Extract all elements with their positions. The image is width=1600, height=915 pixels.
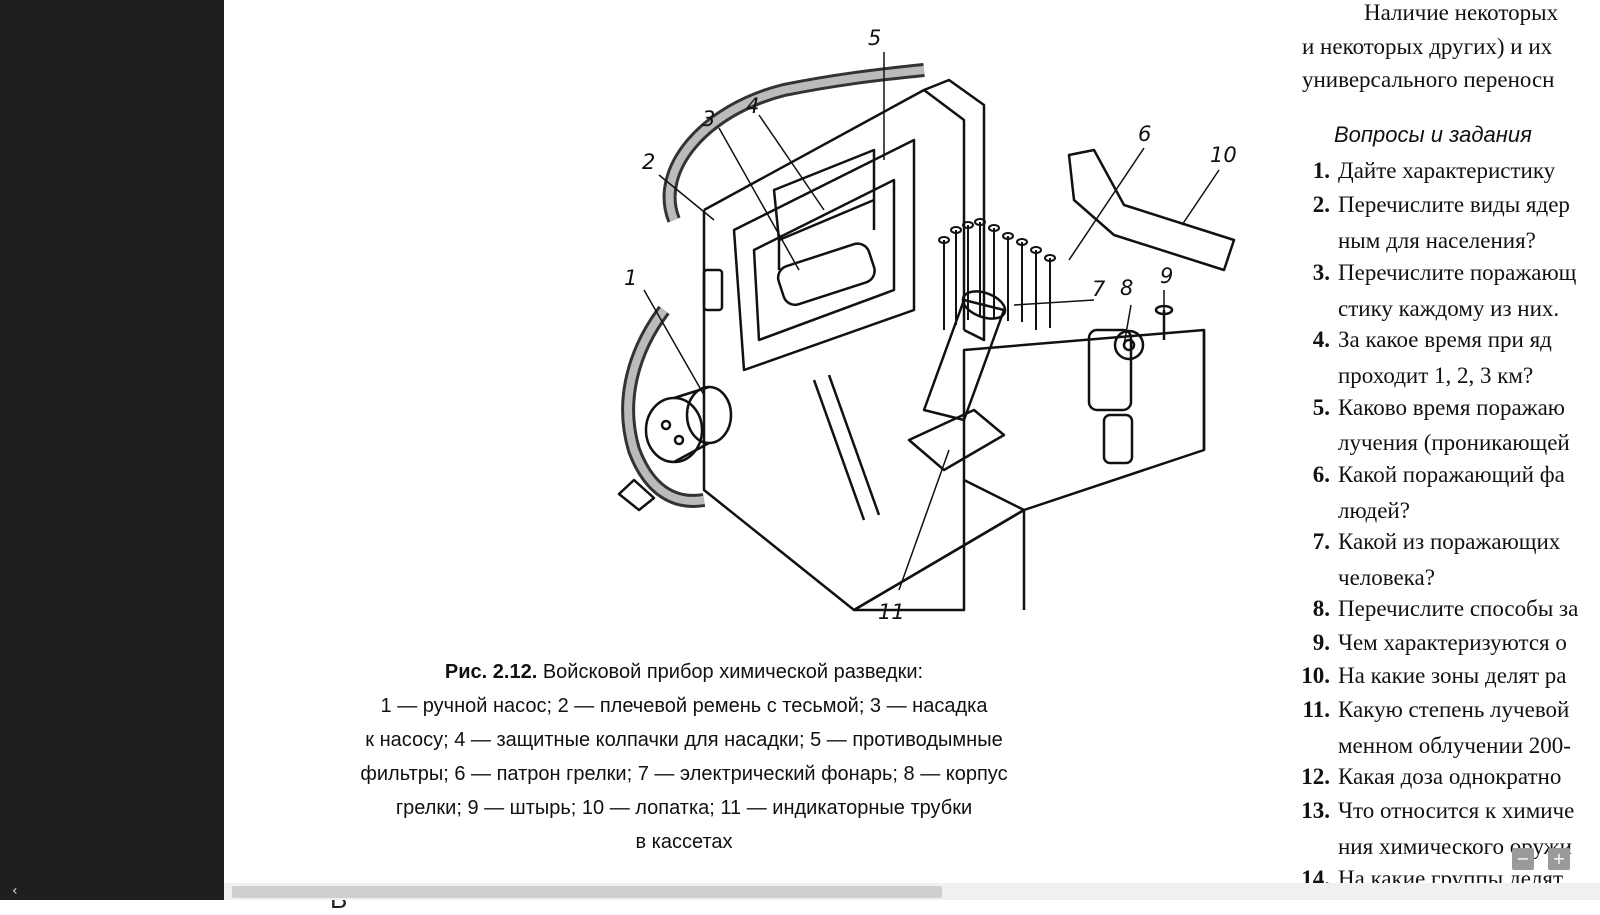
question-3-cont: стику каждому из них. xyxy=(1338,296,1560,321)
caption-line-5: в кассетах xyxy=(635,831,733,853)
zoom-in-button[interactable]: + xyxy=(1548,848,1570,870)
device-illustration xyxy=(617,52,1236,612)
callout-8: 8 xyxy=(1120,276,1134,300)
left-dark-panel xyxy=(0,0,224,900)
question-13-cont: ния химического оружи xyxy=(1338,834,1572,859)
caption-line-4: грелки; 9 — штырь; 10 — лопатка; 11 — ин… xyxy=(395,797,973,819)
figure-chemical-reconnaissance-device: 1 2 3 4 5 6 10 7 8 9 11 xyxy=(404,10,1264,630)
question-9: 9.Чем характеризуются о xyxy=(1312,630,1567,655)
question-8: 8.Перечислите способы за xyxy=(1312,596,1579,621)
zoom-out-button[interactable]: − xyxy=(1512,848,1534,870)
question-12: 12.Какая доза однократно xyxy=(1301,764,1562,789)
caption-title-line: Рис. 2.12. Войсковой прибор химической р… xyxy=(324,655,1044,689)
intro-line-1: Наличие некоторых xyxy=(1364,0,1559,25)
scroll-left-arrow-icon[interactable]: ‹ xyxy=(0,883,224,900)
question-11-cont: менном облучении 200- xyxy=(1338,733,1571,758)
question-7: 7.Какой из поражающих xyxy=(1312,529,1561,554)
figure-number: Рис. 2.12. xyxy=(444,661,538,683)
question-6-cont: людей? xyxy=(1338,498,1410,523)
callout-4: 4 xyxy=(746,94,760,118)
questions-heading: Вопросы и задания xyxy=(1334,122,1532,147)
question-7-cont: человека? xyxy=(1338,565,1435,590)
callout-6: 6 xyxy=(1138,122,1152,146)
figure-caption: Рис. 2.12. Войсковой прибор химической р… xyxy=(324,655,1044,859)
question-6: 6.Какой поражающий фа xyxy=(1312,462,1565,487)
question-11: 11.Какую степень лучевой xyxy=(1302,697,1570,722)
question-2-cont: ным для населения? xyxy=(1338,228,1536,253)
question-3: 3.Перечислите поражающ xyxy=(1312,260,1577,285)
callout-10: 10 xyxy=(1210,143,1237,167)
question-5: 5.Каково время поражаю xyxy=(1312,395,1565,420)
scrollbar-thumb[interactable] xyxy=(232,886,942,898)
intro-line-2: и некоторых других) и их xyxy=(1302,34,1553,59)
question-13: 13.Что относится к химиче xyxy=(1301,798,1575,823)
callout-5: 5 xyxy=(868,26,882,50)
right-text-column: Наличие некоторых и некоторых других) и … xyxy=(1274,0,1600,900)
callout-9: 9 xyxy=(1160,264,1174,288)
horizontal-scrollbar[interactable]: ‹ xyxy=(0,883,1600,900)
question-4-cont: проходит 1, 2, 3 км? xyxy=(1338,363,1534,388)
document-page: 1 2 3 4 5 6 10 7 8 9 11 Рис. 2.12. Войск… xyxy=(224,0,1600,900)
question-4: 4.За какое время при яд xyxy=(1312,327,1552,352)
caption-line-1: 1 — ручной насос; 2 — плечевой ремень с … xyxy=(380,695,988,717)
caption-line-2: к насосу; 4 — защитные колпачки для наса… xyxy=(365,729,1003,751)
callout-2: 2 xyxy=(642,150,656,174)
callout-3: 3 xyxy=(702,107,716,131)
question-2: 2.Перечислите виды ядер xyxy=(1312,192,1570,217)
caption-title: Войсковой прибор химической разведки: xyxy=(542,661,924,683)
intro-line-3: универсального переносн xyxy=(1302,67,1555,92)
callout-1: 1 xyxy=(624,266,638,290)
question-10: 10.На какие зоны делят ра xyxy=(1301,663,1567,688)
callout-11: 11 xyxy=(878,600,905,624)
caption-line-3: фильтры; 6 — патрон грелки; 7 — электрич… xyxy=(360,763,1008,785)
callout-7: 7 xyxy=(1092,277,1106,301)
question-1: 1.Дайте характеристику xyxy=(1312,158,1556,183)
question-5-cont: лучения (проникающей xyxy=(1338,430,1570,455)
